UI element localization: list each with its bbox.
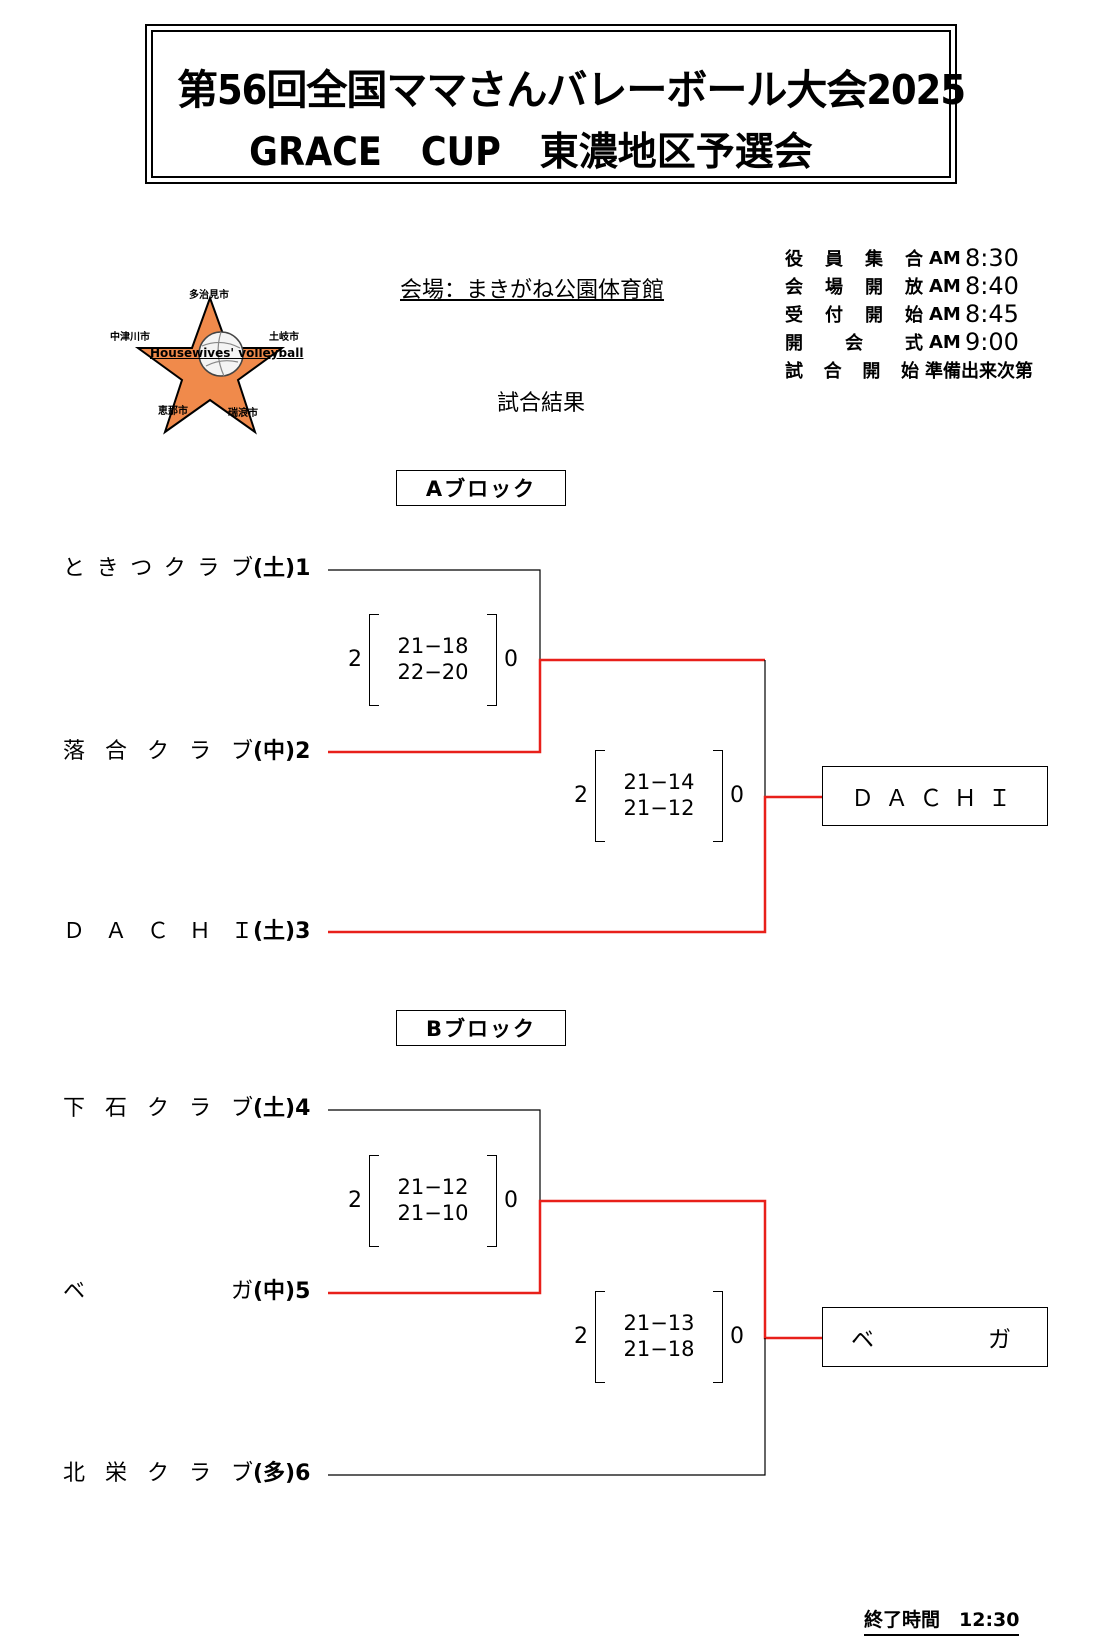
logo-city-bottom-right: 瑞浪市: [228, 408, 258, 419]
schedule-label: 受付開始: [785, 305, 923, 326]
match-a2-right-sets: 0: [730, 783, 744, 808]
logo-city-top: 多治見市: [189, 290, 229, 301]
block-label-b: Bブロック: [396, 1010, 566, 1046]
logo: 多治見市 中津川市 土岐市 恵那市 瑞浪市 Housewives' volley…: [110, 290, 330, 440]
schedule-time: 8:45: [965, 300, 1019, 328]
winner-a: ＤＡＣＨＩ: [822, 766, 1048, 826]
match-a2-set1: 21−14: [623, 770, 695, 794]
match-b2-set2: 21−18: [623, 1337, 695, 1361]
bracket-line-b-team3: [328, 1338, 766, 1476]
match-a1-set1: 21−18: [397, 634, 469, 658]
match-a1-left-sets: 2: [348, 647, 362, 672]
match-a2-set2: 21−12: [623, 796, 695, 820]
team-a2: 落合クラブ(中)2: [63, 739, 311, 764]
team-b1: 下石クラブ(土)4: [63, 1096, 311, 1121]
match-a2-left-sets: 2: [574, 783, 588, 808]
schedule-note: 準備出来次第: [925, 361, 1033, 382]
schedule-label: 開会式: [785, 333, 923, 354]
match-a1-score: 21−18 22−20: [369, 614, 497, 706]
schedule-am: AM: [929, 303, 961, 325]
schedule-label: 試合開始: [785, 361, 919, 382]
match-b2-set1: 21−13: [623, 1311, 695, 1335]
team-b3: 北栄クラブ(多)6: [63, 1461, 311, 1486]
schedule-label: 役員集合: [785, 249, 923, 270]
schedule-am: AM: [929, 275, 961, 297]
match-b2-left-sets: 2: [574, 1324, 588, 1349]
title-line-1: 第56回全国ママさんバレーボール大会2025: [177, 66, 966, 114]
block-label-a: Aブロック: [396, 470, 566, 506]
bracket-line-b-team1: [328, 1109, 541, 1200]
logo-city-bottom-left: 恵那市: [158, 406, 188, 417]
schedule-time: 9:00: [965, 328, 1019, 356]
team-a3: ＤＡＣＨＩ(土)3: [63, 919, 311, 944]
winner-b: ベガ: [822, 1307, 1048, 1367]
match-b1-set1: 21−12: [397, 1175, 469, 1199]
venue: 会場：まきがね公園体育館: [400, 278, 665, 303]
logo-city-right: 土岐市: [269, 332, 299, 343]
title-box-inner: [151, 30, 951, 178]
logo-city-left: 中津川市: [110, 332, 150, 343]
schedule-time: 8:30: [965, 244, 1019, 272]
match-b1-score: 21−12 21−10: [369, 1155, 497, 1247]
match-a1-right-sets: 0: [504, 647, 518, 672]
logo-text: Housewives' volleyball: [150, 346, 304, 360]
team-a1: ときつクラブ(土)1: [63, 556, 311, 581]
bracket-line-a-team2: [328, 658, 765, 754]
title-line-2: GRACE CUP 東濃地区予選会: [249, 130, 813, 175]
match-a1-set2: 22−20: [397, 660, 469, 684]
schedule-am: AM: [929, 331, 961, 353]
schedule-row: 試合開始準備出来次第: [785, 356, 1075, 384]
match-a2-score: 21−14 21−12: [595, 750, 723, 842]
match-b2-score: 21−13 21−18: [595, 1291, 723, 1383]
end-time: 終了時間 12:30: [864, 1605, 1020, 1636]
results-title: 試合結果: [497, 391, 586, 416]
schedule-label: 会場開放: [785, 277, 923, 298]
match-b1-set2: 21−10: [397, 1201, 469, 1225]
bracket-line-b-team2: [328, 1199, 822, 1340]
match-b1-left-sets: 2: [348, 1188, 362, 1213]
match-b1-right-sets: 0: [504, 1188, 518, 1213]
bracket-line-a-team1: [328, 569, 541, 660]
bracket-line-a-team3: [328, 795, 822, 934]
schedule-time: 8:40: [965, 272, 1019, 300]
title-box-outer: [145, 24, 957, 184]
star-ball-icon: [134, 295, 286, 435]
team-b2: ベガ(中)5: [63, 1279, 311, 1304]
schedule-am: AM: [929, 247, 961, 269]
match-b2-right-sets: 0: [730, 1324, 744, 1349]
